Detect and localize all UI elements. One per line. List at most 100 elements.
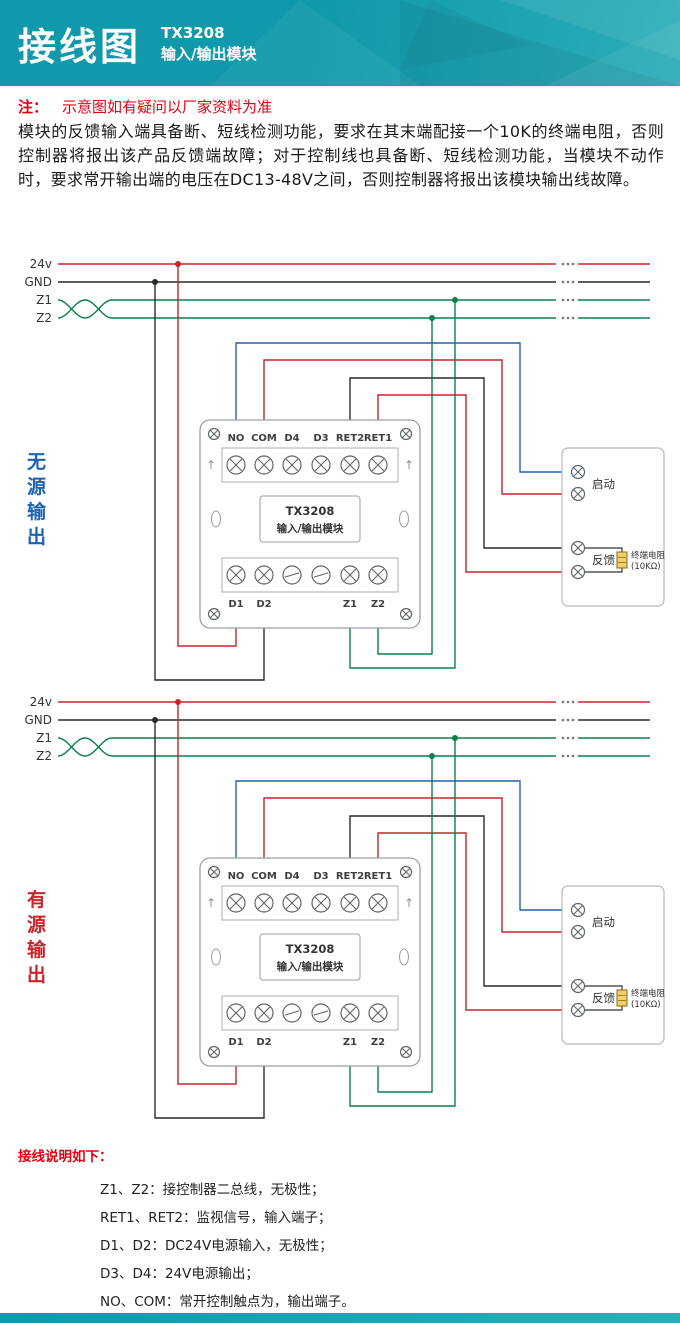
module-model: TX3208 [286,504,335,518]
bus-label-z2: Z2 [36,311,52,325]
bus-line-z2 [57,299,650,319]
terminal-screw-z1 [340,565,360,585]
terminal-screw-blank-1 [282,565,302,585]
device-box [561,447,665,607]
bus-label-z2: Z2 [36,749,52,763]
junction-dot-24v [175,699,181,705]
terminal-label-z1: Z1 [343,599,357,610]
terminal-screw-d2 [254,565,274,585]
resistor-label: 终端电阻 [631,988,666,999]
header-pattern [210,0,680,86]
diagram-passive-output: 无源输出 24v GND Z1 Z2 [0,250,680,686]
terminal-screw-ret1 [368,455,388,475]
terminal-label-ret2: RET2 [336,871,364,882]
terminal-screw-no [226,893,246,913]
mounting-screw [399,1045,413,1059]
wire-ret1-to-feedback [377,394,572,573]
terminal-screw-ret2 [340,455,360,475]
terminal-label-d2: D2 [256,599,271,610]
terminal-screw-d3 [311,893,331,913]
up-arrow-icon: ↑ [404,458,414,472]
footer-bar [0,1313,680,1323]
header-subtitle-block: TX3208 输入/输出模块 [161,23,256,65]
instruction-item: RET1、RET2：监视信号，输入端子； [100,1210,332,1226]
bus-break-marks [556,698,578,760]
side-label: 无源输出 [27,451,47,548]
terminal-label-z2: Z2 [371,1037,385,1048]
junction-dot-gnd [152,717,158,723]
resistor-label: 终端电阻 [631,550,666,561]
instructions-heading: 接线说明如下： [18,1149,113,1165]
bus-break-marks [556,260,578,322]
terminal-screw-blank-2 [311,1003,331,1023]
terminal-label-ret1: RET1 [364,871,392,882]
device-box [561,885,665,1045]
device-terminal-start-1 [570,464,586,480]
terminal-label-d1: D1 [228,599,243,610]
top-terminal-strip [221,447,399,483]
header: 接线图 TX3208 输入/输出模块 [0,0,680,86]
terminal-screw-d2 [254,1003,274,1023]
terminal-screw-blank-1 [282,1003,302,1023]
bus-line-z1 [57,299,650,319]
bus-line-z2 [57,737,650,757]
terminal-screw-d3 [311,455,331,475]
wiring-diagram: 24v GND Z1 Z2 [24,257,666,681]
terminal-label-d2: D2 [256,1037,271,1048]
terminal-label-com: COM [251,871,277,882]
bus-label-24v: 24v [30,257,52,271]
terminal-label-d3: D3 [313,871,328,882]
terminal-screw-d1 [226,565,246,585]
note-text: 示意图如有疑问以厂家资料为准 [62,98,273,116]
bus-label-z1: Z1 [36,293,52,307]
terminal-screw-ret2 [340,893,360,913]
mounting-screw [207,865,221,879]
top-terminal-strip [221,885,399,921]
bottom-terminal-strip [221,557,399,593]
header-model: TX3208 [161,24,225,42]
device-terminal-start-2 [570,486,586,502]
wire-z1bus-to-z1 [349,300,456,669]
mounting-screw [207,1045,221,1059]
module-nameplate [259,933,361,981]
wire-24v-to-d1 [177,702,237,1085]
note-prefix: 注： [18,98,49,116]
terminal-screw-z1 [340,1003,360,1023]
terminal-label-z2: Z2 [371,599,385,610]
wire-ret1-to-feedback [377,832,572,1011]
wire-24v-to-d1 [177,264,237,647]
terminal-label-ret2: RET2 [336,433,364,444]
module-nameplate [259,495,361,543]
resistor-value: (10KΩ) [631,562,661,572]
junction-dot-z2 [429,753,435,759]
start-label: 启动 [592,915,615,929]
instruction-item: NO、COM：常开控制触点为，输出端子。 [100,1294,355,1310]
terminal-label-d3: D3 [313,433,328,444]
mounting-screw [207,427,221,441]
module-name: 输入/输出模块 [277,960,344,973]
wiring-diagram: 24v GND Z1 Z2 [24,695,666,1119]
wire-gnd-to-d2 [154,282,265,681]
terminal-label-d4: D4 [284,433,299,444]
up-arrow-icon: ↑ [206,896,216,910]
wire-z2bus-to-z2 [377,756,433,1093]
terminal-label-z1: Z1 [343,1037,357,1048]
terminal-label-d4: D4 [284,871,299,882]
instruction-item: Z1、Z2：接控制器二总线，无极性； [100,1182,325,1198]
diagram-active-output: 有源输出 24v GND Z1 Z2 [0,688,680,1124]
bus-label-gnd: GND [24,275,52,289]
terminal-screw-d4 [282,455,302,475]
mounting-slot [211,948,221,966]
wire-ret2-to-feedback [349,815,572,987]
terminal-resistor [585,985,628,1011]
wire-no-to-start [235,780,572,911]
module-name: 输入/输出模块 [277,522,344,535]
module-description: 模块的反馈输入端具备断、短线检测功能，要求在其末端配接一个10K的终端电阻，否则… [18,122,664,189]
up-arrow-icon: ↑ [404,896,414,910]
wire-com-to-start [263,797,572,933]
terminal-screw-ret1 [368,893,388,913]
terminal-screw-d1 [226,1003,246,1023]
terminal-screw-com [254,893,274,913]
terminal-screw-d4 [282,893,302,913]
